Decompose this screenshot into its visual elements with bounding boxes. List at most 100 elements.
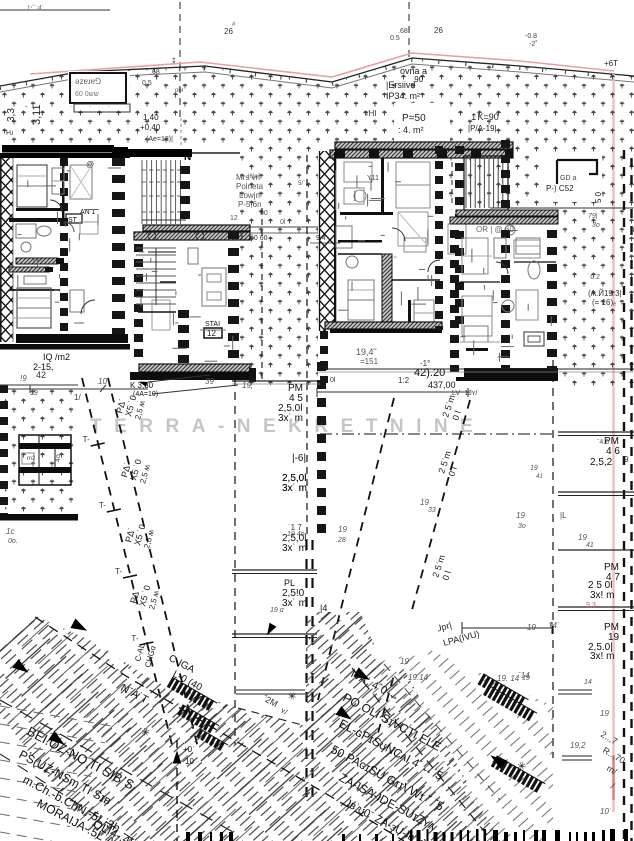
svg-text:3x! m: 3x! m — [590, 590, 614, 601]
svg-text:19: 19 — [30, 390, 38, 397]
svg-text:|-6|: |-6| — [292, 453, 306, 464]
svg-text:19 ɑ: 19 ɑ — [270, 607, 284, 614]
svg-text:PΔ˙: PΔ˙ — [123, 526, 137, 543]
svg-text:AN 1: AN 1 — [80, 209, 96, 216]
svg-text:14: 14 — [584, 679, 592, 686]
svg-text:3o: 3o — [592, 222, 600, 229]
svg-text:LV˙ 1Jʏ/: LV˙ 1Jʏ/ — [452, 389, 477, 397]
svg-text:0 l: 0 l — [440, 569, 452, 581]
svg-text:19: 19 — [608, 632, 620, 643]
svg-text:2,5,0l: 2,5,0l — [282, 533, 306, 544]
svg-text:|L: |L — [560, 511, 567, 520]
svg-text:5 0: 5 0 — [594, 191, 603, 203]
svg-text:Upr|: Upr| — [434, 620, 453, 634]
svg-text:(A.Й19.3|: (A.Й19.3| — [588, 289, 622, 298]
svg-text:.90ˈ: .90ˈ — [412, 75, 426, 84]
svg-text:26: 26 — [224, 27, 233, 36]
svg-text:3x˙ m: 3x˙ m — [282, 483, 307, 494]
svg-text:TERRA-NEKRETNINE: TERRA-NEKRETNINE — [90, 416, 485, 437]
svg-text:1:2: 1:2 — [398, 376, 410, 385]
svg-text:: 4. m²: : 4. m² — [398, 125, 424, 135]
svg-text:PL: PL — [284, 578, 295, 588]
svg-text:✳: ✳ — [139, 726, 152, 740]
svg-text:26: 26 — [434, 26, 443, 35]
svg-text:ST: ST — [68, 217, 78, 224]
svg-text:41: 41 — [536, 474, 543, 480]
svg-text:3x˙ m: 3x˙ m — [282, 598, 307, 609]
svg-text:19: 19 — [527, 623, 536, 632]
svg-text:9,3: 9,3 — [586, 602, 596, 609]
svg-text:00: 00 — [260, 210, 268, 217]
svg-text:3x˙ m: 3x˙ m — [282, 543, 307, 554]
svg-text:1c: 1c — [6, 527, 14, 536]
svg-text:STAI: STAI — [205, 321, 220, 328]
svg-text:19: 19 — [420, 498, 429, 507]
svg-text:4 6: 4 6 — [606, 446, 620, 457]
svg-text:˙1 7: ˙1 7 — [288, 523, 302, 532]
svg-text:4 7: 4 7 — [606, 572, 620, 583]
svg-text:19: 19 — [338, 525, 347, 534]
svg-text:2,5,0l: 2,5,0l — [282, 473, 306, 484]
svg-text:|P/A-19|: |P/A-19| — [468, 124, 497, 133]
svg-text:19: 19 — [400, 657, 409, 666]
svg-text:10: 10 — [98, 377, 107, 386]
svg-text:/: / — [609, 781, 617, 791]
svg-text:3,11: 3,11 — [31, 104, 43, 125]
svg-text:19: 19 — [530, 465, 538, 472]
svg-text:3x˙ m: 3x˙ m — [278, 413, 303, 424]
svg-text:42).20: 42).20 — [414, 367, 445, 379]
svg-text:14ˈ: 14ˈ — [548, 621, 560, 630]
svg-text:-2˚: -2˚ — [529, 40, 538, 48]
svg-text:PΔ˙: PΔ˙ — [114, 397, 128, 414]
svg-text:4 5: 4 5 — [289, 393, 303, 404]
svg-text:שש0 60: שש0 60 — [75, 91, 99, 98]
svg-text:41: 41 — [586, 542, 594, 549]
svg-text:IP34. m²: IP34. m² — [386, 91, 420, 101]
svg-text:33: 33 — [428, 507, 436, 514]
svg-text:|6|aˉ: |6|aˉ — [248, 174, 260, 180]
svg-text:T-: T- — [83, 435, 90, 444]
svg-text:19: 19 — [600, 709, 609, 718]
svg-text:19: 19 — [578, 533, 587, 542]
svg-text:GD a: GD a — [560, 175, 576, 182]
svg-text:2,5.0l: 2,5.0l — [278, 403, 302, 414]
svg-text:pbl: pbl — [175, 88, 183, 94]
svg-text:19.14: 19.14 — [408, 673, 429, 682]
svg-text:19,: 19, — [242, 381, 253, 390]
svg-text:2-15,: 2-15, — [33, 362, 54, 372]
svg-text:rHI: rHI — [366, 109, 377, 118]
svg-text:3o: 3o — [518, 523, 526, 530]
svg-text:19 4o: 19 4o — [287, 531, 305, 538]
svg-text:(= 16)ₑ: (= 16)ₑ — [592, 298, 616, 307]
svg-text:+0,40: +0,40 — [140, 123, 161, 132]
svg-text:K 3,30: K 3,30 — [130, 381, 154, 390]
svg-text:0l: 0l — [280, 219, 286, 226]
svg-text:12: 12 — [230, 215, 238, 222]
svg-text:N: N — [184, 152, 191, 163]
svg-text:P-5,6n: P-5,6n — [238, 200, 262, 209]
svg-text:3x! m: 3x! m — [590, 651, 614, 662]
svg-text:-1°: -1° — [420, 359, 430, 368]
svg-text:2,5.0|: 2,5.0| — [588, 642, 613, 653]
svg-text:T-: T- — [131, 634, 138, 643]
svg-text:PM: PM — [604, 436, 619, 447]
svg-text:2 5 0l: 2 5 0l — [588, 580, 612, 591]
svg-text:PM: PM — [604, 562, 619, 573]
svg-text:19: 19 — [522, 675, 530, 682]
svg-text:T-: T- — [99, 501, 106, 510]
svg-text:2,5,2: 2,5,2 — [590, 457, 613, 468]
svg-text:!9: !9 — [20, 374, 27, 383]
svg-text:=151: =151 — [360, 357, 379, 366]
svg-text:IQ /m2: IQ /m2 — [43, 352, 70, 362]
svg-text:+6T: +6T — [604, 59, 618, 68]
svg-text:ǝzɐɹɐ⅁: ǝzɐɹɐ⅁ — [75, 77, 101, 86]
svg-text:m2: m2 — [27, 456, 36, 462]
svg-text:P-) C52: P-) C52 — [546, 184, 574, 193]
svg-text:T-: T- — [115, 567, 122, 576]
svg-text:PΔ˙: PΔ˙ — [119, 461, 133, 478]
svg-text:|9: |9 — [622, 455, 629, 464]
svg-text:(4A=10): (4A=10) — [133, 391, 158, 398]
svg-text:Ƕ: Ƕ — [6, 130, 13, 137]
svg-text:2,5!0: 2,5!0 — [282, 588, 305, 599]
svg-text:1,40: 1,40 — [143, 113, 159, 122]
